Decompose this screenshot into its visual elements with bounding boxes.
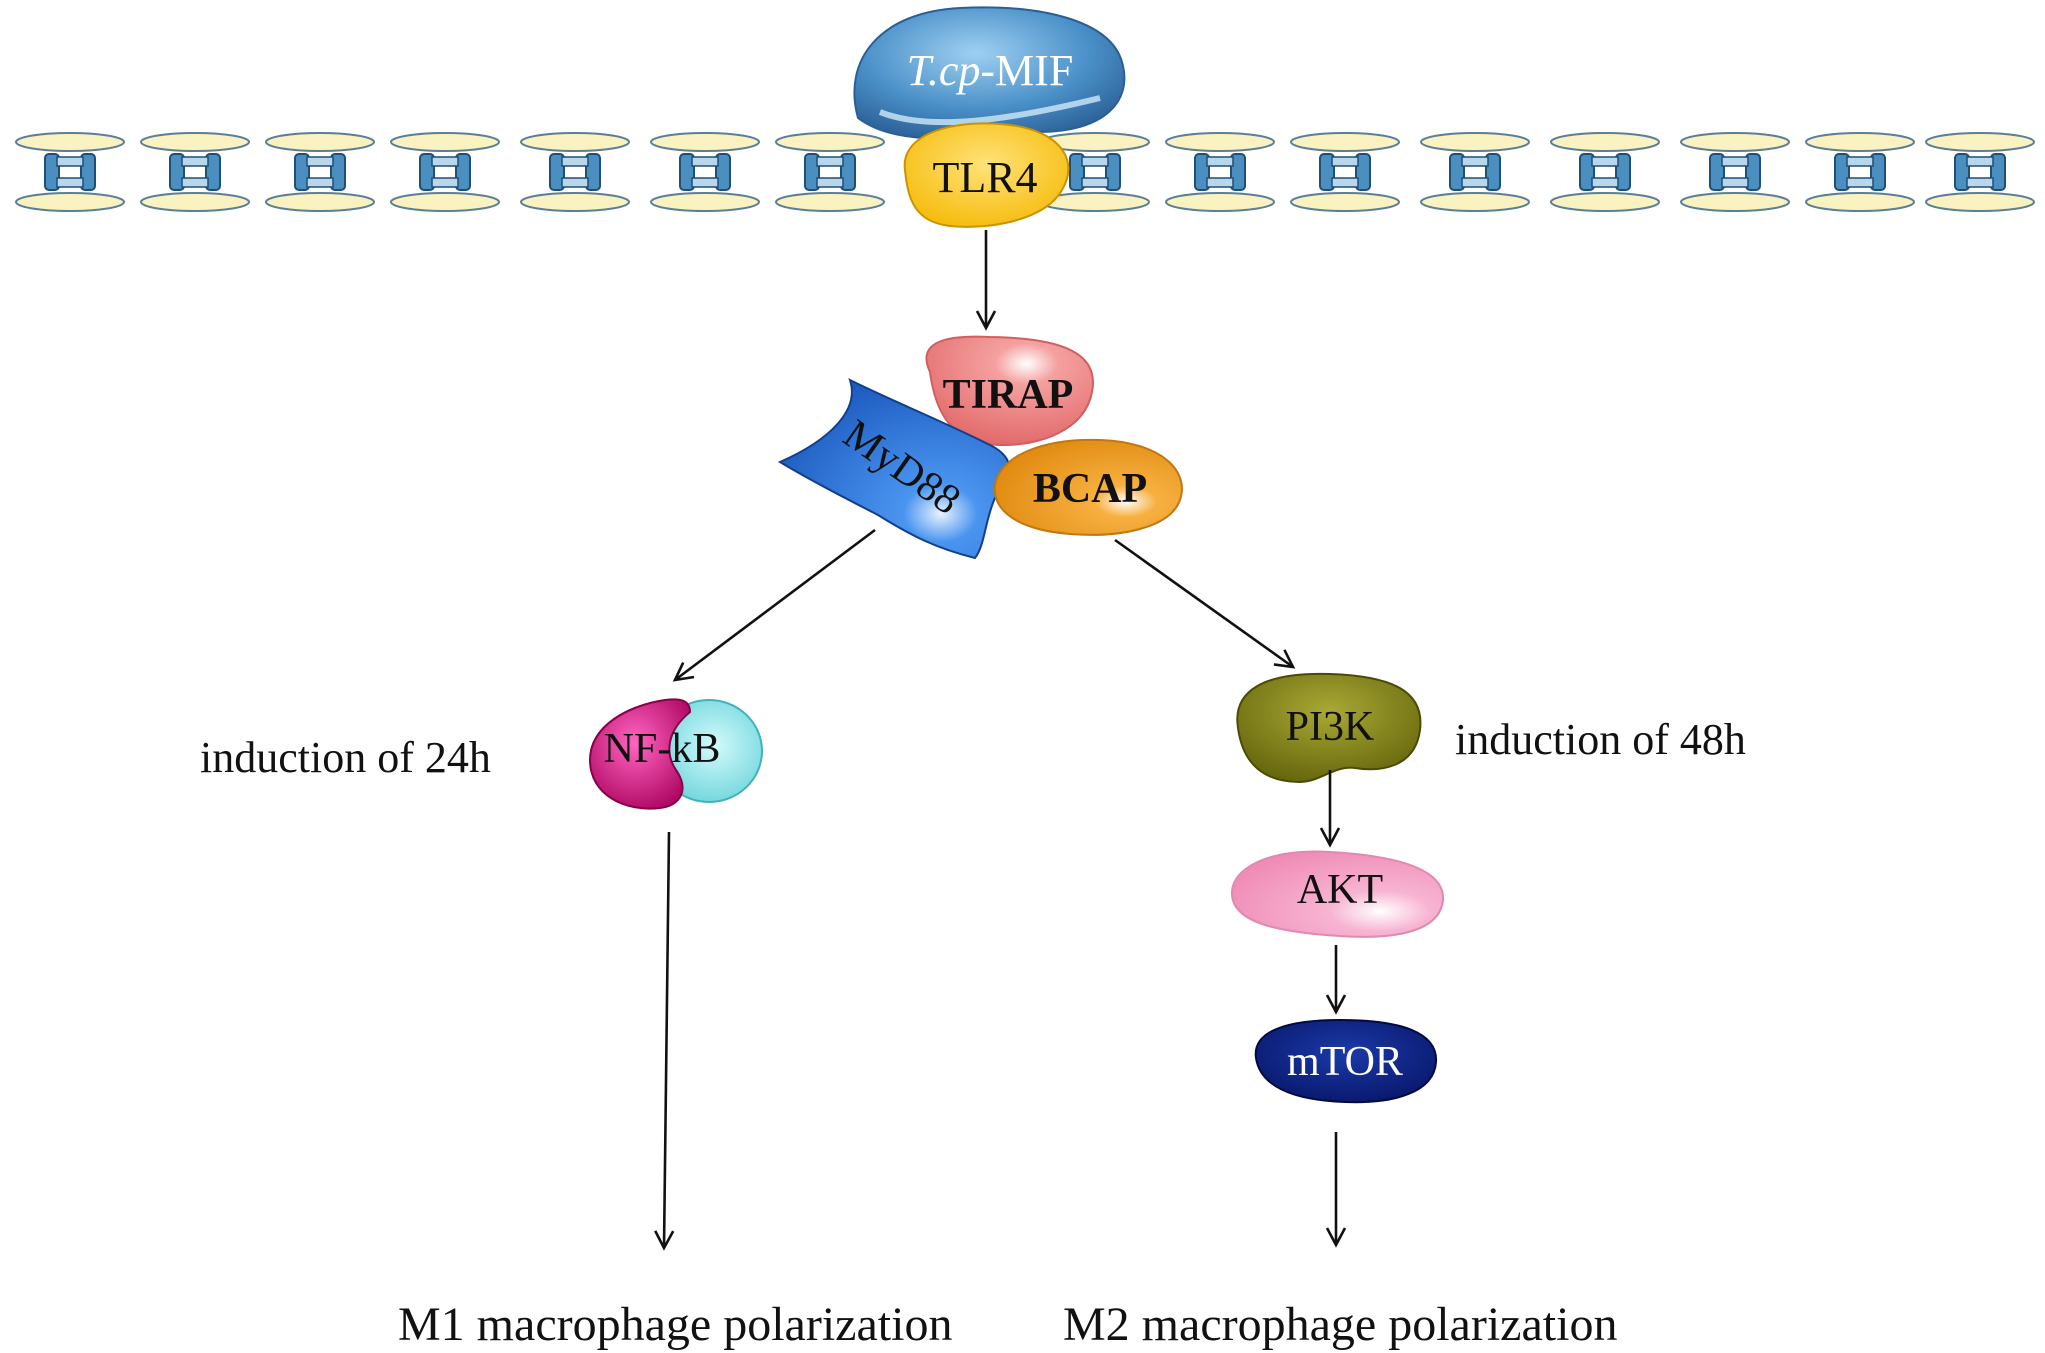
induction-24h-label: induction of 24h [200, 733, 491, 782]
tcp-mif-italic-label: T.cp [907, 46, 981, 95]
mtor-protein: mTOR [1254, 1018, 1438, 1104]
m1-polarization-label: M1 macrophage polarization [398, 1298, 952, 1351]
akt-protein: AKT [1230, 850, 1445, 938]
bcap-protein: BCAP [993, 438, 1183, 536]
nfkb-protein: NF-kB [588, 698, 763, 810]
pi3k-label: PI3K [1286, 704, 1375, 750]
tcp-mif-label: -MIF [980, 46, 1073, 95]
m2-polarization-label: M2 macrophage polarization [1063, 1298, 1617, 1351]
myd88-protein: MyD88 [777, 378, 1011, 560]
svg-text:T.cp-MIF: T.cp-MIF [907, 46, 1074, 95]
tirap-label: TIRAP [943, 372, 1074, 418]
tcp-mif-protein: T.cp-MIF [853, 6, 1126, 140]
tlr4-label: TLR4 [932, 153, 1037, 202]
tlr4-receptor: TLR4 [903, 122, 1070, 228]
arrow-myd88-to-nfkb [672, 528, 876, 682]
mtor-label: mTOR [1287, 1039, 1403, 1085]
induction-48h-label: induction of 48h [1455, 715, 1746, 764]
akt-label: AKT [1297, 867, 1383, 913]
arrow-bcap-to-pi3k [1114, 538, 1296, 669]
pi3k-protein: PI3K [1236, 672, 1422, 784]
tirap-protein: TIRAP [925, 335, 1094, 447]
arrow-nfkb-to-m1 [654, 831, 675, 1251]
bcap-label: BCAP [1033, 466, 1147, 512]
nfkb-label: NF-kB [604, 726, 721, 772]
